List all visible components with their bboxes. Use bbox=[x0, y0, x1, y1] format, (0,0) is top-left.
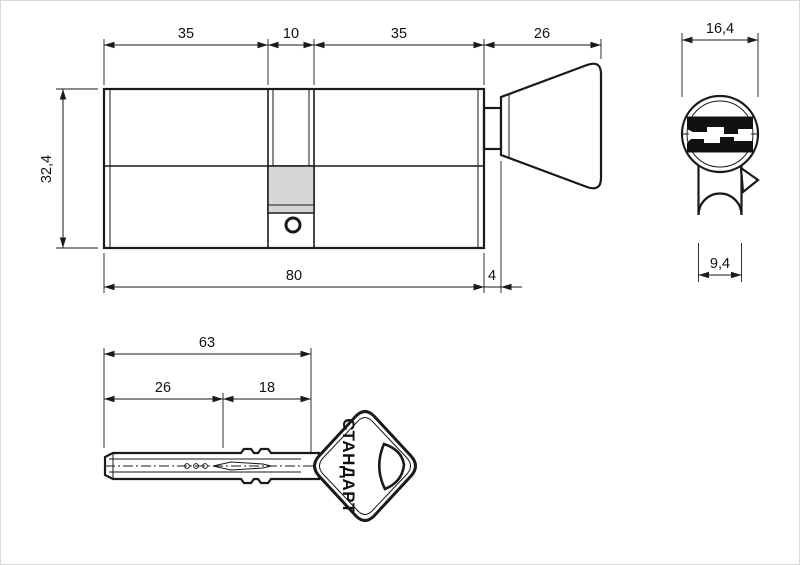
height-dimension: 32,4 bbox=[39, 88, 98, 249]
key-bow-outline bbox=[313, 410, 417, 522]
key-bow-inner-line bbox=[319, 417, 411, 515]
thumbturn-neck bbox=[482, 106, 503, 151]
keyway-lower-ward bbox=[687, 137, 753, 152]
dim-label-4: 4 bbox=[488, 268, 496, 284]
key-view: СТАНДАРТ 63 26 18 bbox=[103, 335, 417, 522]
cylinder-side-view: 35 10 35 26 32,4 80 4 bbox=[39, 26, 603, 293]
cam-lobe bbox=[267, 165, 315, 214]
cylinder-front-view: 16,4 9,4 bbox=[680, 21, 760, 282]
dim-label-80: 80 bbox=[286, 268, 302, 284]
fixing-screw-hole bbox=[284, 216, 302, 234]
thumbturn bbox=[482, 62, 603, 190]
dimple-1 bbox=[184, 463, 190, 469]
cam-tip bbox=[739, 165, 760, 195]
dim-label-35-right: 35 bbox=[391, 26, 407, 42]
keyway-upper-ward bbox=[687, 117, 753, 134]
dim-label-16-4: 16,4 bbox=[706, 21, 734, 37]
dim-label-9-4: 9,4 bbox=[710, 256, 730, 272]
dim-label-32-4: 32,4 bbox=[39, 155, 55, 183]
dim-label-35-left: 35 bbox=[178, 26, 194, 42]
front-bottom-dimension: 9,4 bbox=[698, 243, 742, 282]
key-brand-text: СТАНДАРТ bbox=[339, 418, 358, 514]
dimple-3 bbox=[202, 463, 208, 469]
dim-label-26-knob: 26 bbox=[534, 26, 550, 42]
dim-label-63: 63 bbox=[199, 335, 215, 351]
top-dimensions: 35 10 35 26 bbox=[103, 26, 602, 85]
cylinder-body-outline bbox=[102, 87, 486, 250]
milled-slot bbox=[212, 461, 272, 471]
bottom-dimensions: 80 4 bbox=[103, 161, 522, 293]
key-blade-details bbox=[105, 453, 317, 479]
key-section-dimensions: 26 18 bbox=[104, 380, 311, 448]
key-bow-hole bbox=[377, 442, 406, 491]
dim-label-10: 10 bbox=[283, 26, 299, 42]
keyway bbox=[682, 116, 758, 153]
dim-label-26-key: 26 bbox=[155, 380, 171, 396]
dim-label-18-key: 18 bbox=[259, 380, 275, 396]
thumbturn-knob bbox=[499, 62, 603, 190]
key-blade-outline bbox=[103, 447, 321, 485]
front-top-dimension: 16,4 bbox=[681, 21, 759, 97]
key-total-dimension: 63 bbox=[103, 335, 312, 453]
dimple-2 bbox=[193, 463, 199, 469]
cam-section bbox=[267, 89, 315, 248]
profile-stem-outline bbox=[697, 165, 743, 216]
barrel-face-circle bbox=[680, 94, 760, 174]
